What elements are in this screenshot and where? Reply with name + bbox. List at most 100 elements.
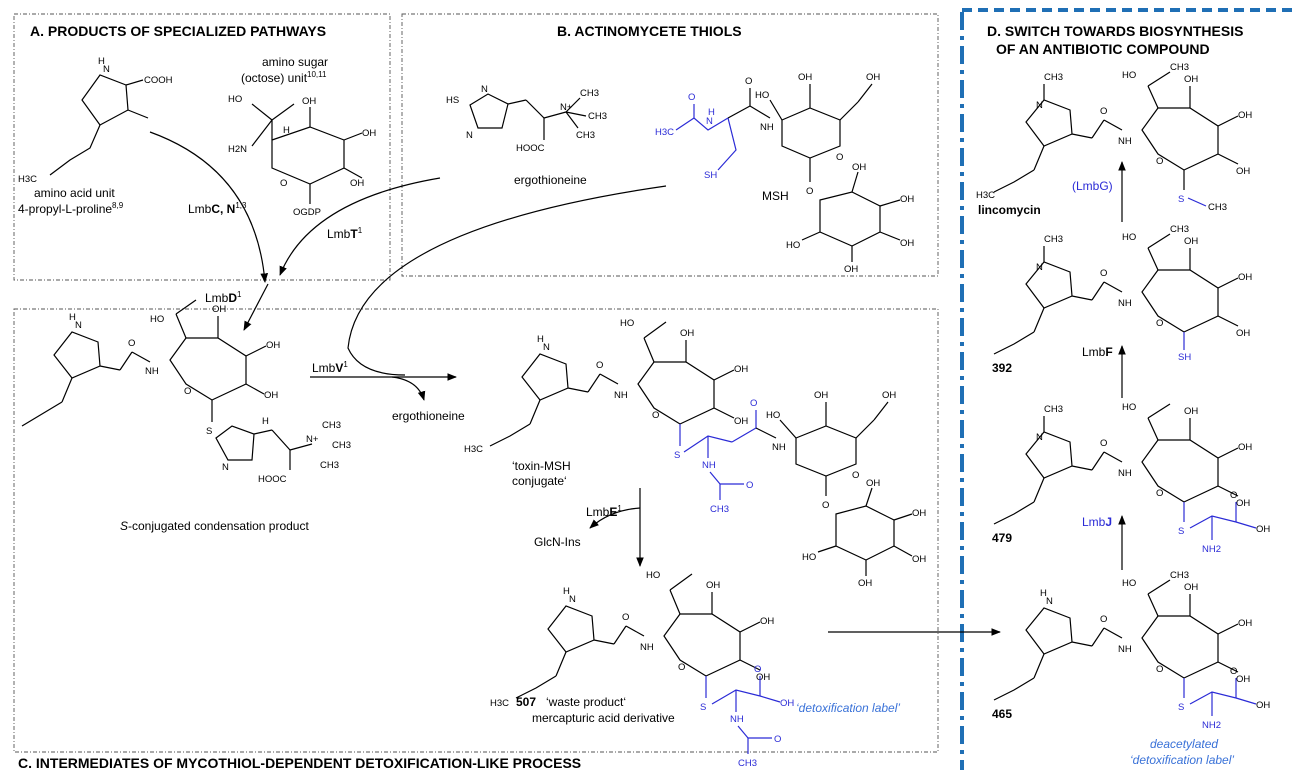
svg-text:H3C: H3C <box>490 698 509 709</box>
svg-text:OH: OH <box>734 364 748 375</box>
svg-text:OH: OH <box>1238 442 1252 453</box>
svg-text:O: O <box>822 500 829 511</box>
svg-text:O: O <box>774 734 781 745</box>
svg-text:OH: OH <box>912 554 926 565</box>
lincomycin-label: lincomycin <box>978 203 1041 217</box>
detox-label: ‘detoxification label’ <box>796 701 900 715</box>
svg-text:OH: OH <box>212 304 226 315</box>
svg-text:OH: OH <box>760 616 774 627</box>
svg-text:O: O <box>1156 318 1163 329</box>
ergothioneine-b-label: ergothioneine <box>514 173 587 187</box>
svg-text:OH: OH <box>1238 618 1252 629</box>
msh-structure: H3C O H N SH O NH OH HO OH O O OH OH OH … <box>655 72 914 275</box>
svg-text:OH: OH <box>882 390 896 401</box>
toxin-msh-label-line1: ‘toxin-MSH <box>512 459 571 473</box>
svg-text:CH3: CH3 <box>738 758 757 769</box>
svg-text:NH: NH <box>1118 644 1132 655</box>
svg-text:OH: OH <box>706 580 720 591</box>
svg-text:OH: OH <box>302 96 316 107</box>
svg-text:HO: HO <box>786 240 800 251</box>
svg-text:CH3: CH3 <box>322 420 341 431</box>
svg-text:O: O <box>128 338 135 349</box>
svg-text:CH3: CH3 <box>1170 224 1189 235</box>
panel-c-title: C. INTERMEDIATES OF MYCOTHIOL-DEPENDENT … <box>18 755 581 771</box>
svg-text:OH: OH <box>1236 674 1250 685</box>
s-conjugated-label: S-conjugated condensation product <box>120 519 309 533</box>
svg-text:O: O <box>280 178 287 189</box>
svg-text:HS: HS <box>446 95 459 106</box>
svg-text:O: O <box>1156 664 1163 675</box>
svg-text:OH: OH <box>1184 406 1198 417</box>
compound-479-number: 479 <box>992 531 1012 545</box>
panel-b-box <box>401 13 939 277</box>
svg-text:CH3: CH3 <box>1208 202 1227 213</box>
svg-text:CH3: CH3 <box>576 130 595 141</box>
compound-392-structure: N CH3 O NH HO CH3 OH OH OH O SH <box>993 224 1252 363</box>
ergothioneine-structure: HS N N N+ CH3 CH3 CH3 HOOC <box>446 84 607 154</box>
propyl-proline-label: 4-propyl-L-proline8,9 <box>18 201 124 216</box>
compound-479-structure: N CH3 O NH HO OH OH OH O S O OH NH2 <box>993 402 1270 555</box>
svg-text:OH: OH <box>900 194 914 205</box>
svg-text:H: H <box>98 56 105 67</box>
svg-text:O: O <box>745 76 752 87</box>
svg-text:N: N <box>706 116 713 127</box>
svg-text:NH2: NH2 <box>1202 720 1221 731</box>
svg-text:O: O <box>1156 488 1163 499</box>
svg-text:CH3: CH3 <box>1170 62 1189 73</box>
svg-text:O: O <box>678 662 685 673</box>
lincomycin-structure: N CH3 H3C O NH HO CH3 OH OH OH O S CH3 <box>976 62 1252 213</box>
enzyme-lmbj: LmbJ <box>1082 515 1112 529</box>
svg-text:N: N <box>1036 100 1043 111</box>
svg-text:N: N <box>1036 432 1043 443</box>
svg-text:N: N <box>543 342 550 353</box>
svg-text:OH: OH <box>1184 236 1198 247</box>
svg-text:N+: N+ <box>306 434 319 445</box>
svg-text:N: N <box>103 64 110 75</box>
svg-text:S: S <box>1178 702 1184 713</box>
svg-text:OGDP: OGDP <box>293 207 321 218</box>
svg-text:OH: OH <box>1256 524 1270 535</box>
msh-label: MSH <box>762 189 789 203</box>
svg-text:O: O <box>1100 106 1107 117</box>
panel-b-title: B. ACTINOMYCETE THIOLS <box>557 23 742 39</box>
svg-text:H: H <box>708 107 715 118</box>
panel-c-box <box>13 308 939 753</box>
enzyme-lmbt: LmbT1 <box>327 226 363 241</box>
svg-text:N: N <box>481 84 488 95</box>
svg-text:H: H <box>262 416 269 427</box>
svg-text:CH3: CH3 <box>320 460 339 471</box>
svg-text:OH: OH <box>1236 166 1250 177</box>
svg-text:NH: NH <box>760 122 774 133</box>
ergothioneine-c-label: ergothioneine <box>392 409 465 423</box>
svg-text:O: O <box>596 360 603 371</box>
enzyme-lmbe: LmbE1 <box>586 504 622 519</box>
svg-text:OH: OH <box>866 478 880 489</box>
deacetylated-label: deacetylated <box>1150 737 1218 751</box>
svg-text:H2N: H2N <box>228 144 247 155</box>
svg-text:H3C: H3C <box>464 444 483 455</box>
svg-text:O: O <box>806 186 813 197</box>
enzyme-lmbv: LmbV1 <box>312 360 348 375</box>
amino-sugar-label: amino sugar <box>262 55 328 69</box>
toxin-msh-label-line2: conjugate‘ <box>512 474 567 488</box>
svg-text:OH: OH <box>866 72 880 83</box>
arrow-msh-to-conjugate <box>347 185 667 376</box>
svg-text:O: O <box>622 612 629 623</box>
enzyme-lmbf: LmbF <box>1082 345 1113 359</box>
arrow-to-lmbd-product <box>243 283 269 331</box>
arrow-glcn-ins-release <box>589 507 641 529</box>
svg-text:SH: SH <box>1178 352 1191 363</box>
svg-text:CH3: CH3 <box>1170 570 1189 581</box>
svg-text:H3C: H3C <box>976 190 995 201</box>
compound-507-number: 507 <box>516 695 536 709</box>
svg-text:HO: HO <box>620 318 634 329</box>
compound-392-number: 392 <box>992 361 1012 375</box>
svg-text:CH3: CH3 <box>588 111 607 122</box>
svg-text:O: O <box>184 386 191 397</box>
svg-text:OH: OH <box>362 128 376 139</box>
svg-text:N: N <box>1036 262 1043 273</box>
svg-text:NH: NH <box>772 442 786 453</box>
compound-507-structure: N H H3C O NH HO OH OH OH O S O OH NH O C… <box>490 570 794 769</box>
svg-text:NH: NH <box>1118 468 1132 479</box>
